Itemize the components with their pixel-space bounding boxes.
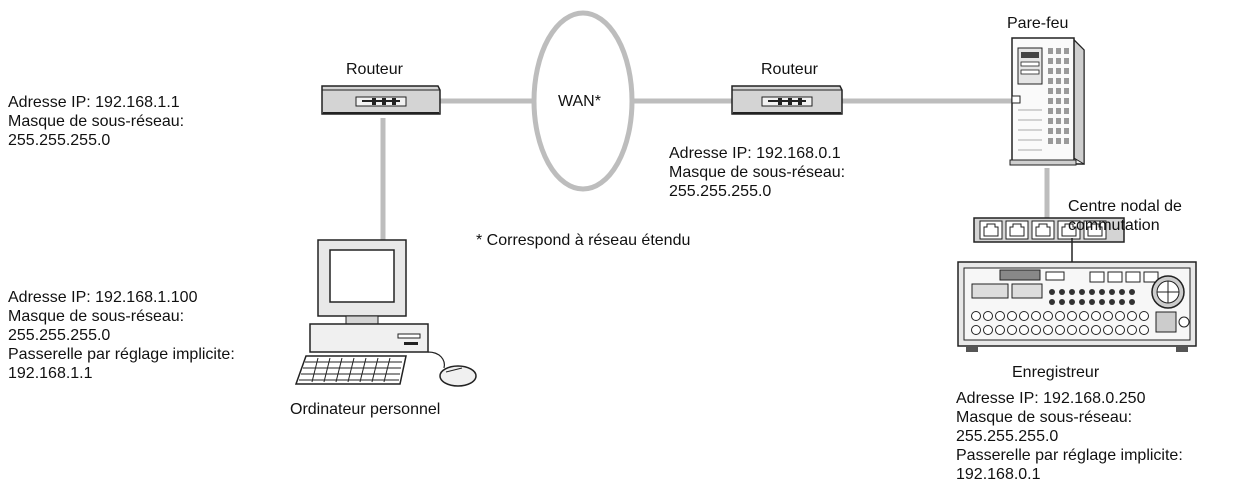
router-right-mask-label: Masque de sous-réseau:	[669, 164, 846, 181]
pc-ip: Adresse IP: 192.168.1.100	[8, 289, 198, 306]
wan-cloud-icon	[531, 10, 635, 192]
recorder-ip-info: Adresse IP: 192.168.0.250 Masque de sous…	[956, 389, 1183, 484]
wan-footnote: * Correspond à réseau étendu	[476, 232, 691, 249]
hub-label: Centre nodal de commutation	[1068, 197, 1182, 235]
recorder-mask-label: Masque de sous-réseau:	[956, 409, 1133, 426]
hub-label-line2: commutation	[1068, 217, 1160, 234]
firewall-label: Pare-feu	[1007, 15, 1069, 32]
router-left-ip: Adresse IP: 192.168.1.1	[8, 94, 180, 111]
router-left-icon	[321, 85, 441, 115]
firewall-server-icon	[1009, 37, 1085, 166]
wan-label: WAN*	[558, 93, 601, 110]
recorder-ip: Adresse IP: 192.168.0.250	[956, 390, 1146, 407]
pc-gateway: 192.168.1.1	[8, 365, 93, 382]
recorder-gateway: 192.168.0.1	[956, 466, 1041, 483]
router-left-mask-label: Masque de sous-réseau:	[8, 113, 185, 130]
pc-ip-info: Adresse IP: 192.168.1.100 Masque de sous…	[8, 288, 235, 383]
recorder-mask: 255.255.255.0	[956, 428, 1059, 445]
router-right-icon	[731, 85, 843, 115]
router-right-ip-info: Adresse IP: 192.168.0.1 Masque de sous-r…	[669, 144, 845, 201]
router-right-label: Routeur	[761, 61, 818, 78]
pc-mask: 255.255.255.0	[8, 327, 111, 344]
personal-computer-icon	[294, 239, 477, 387]
router-left-ip-info: Adresse IP: 192.168.1.1 Masque de sous-r…	[8, 93, 184, 150]
recorder-gateway-label: Passerelle par réglage implicite:	[956, 447, 1183, 464]
router-left-mask: 255.255.255.0	[8, 132, 111, 149]
router-left-label: Routeur	[346, 61, 403, 78]
recorder-label: Enregistreur	[1012, 364, 1100, 381]
pc-gateway-label: Passerelle par réglage implicite:	[8, 346, 235, 363]
recorder-icon	[957, 261, 1197, 352]
pc-mask-label: Masque de sous-réseau:	[8, 308, 185, 325]
pc-label: Ordinateur personnel	[290, 401, 441, 418]
connection-lines	[380, 98, 1050, 240]
router-right-ip: Adresse IP: 192.168.0.1	[669, 145, 841, 162]
router-right-mask: 255.255.255.0	[669, 183, 772, 200]
switching-hub-icon	[973, 217, 1125, 243]
hub-label-line1: Centre nodal de	[1068, 198, 1182, 215]
